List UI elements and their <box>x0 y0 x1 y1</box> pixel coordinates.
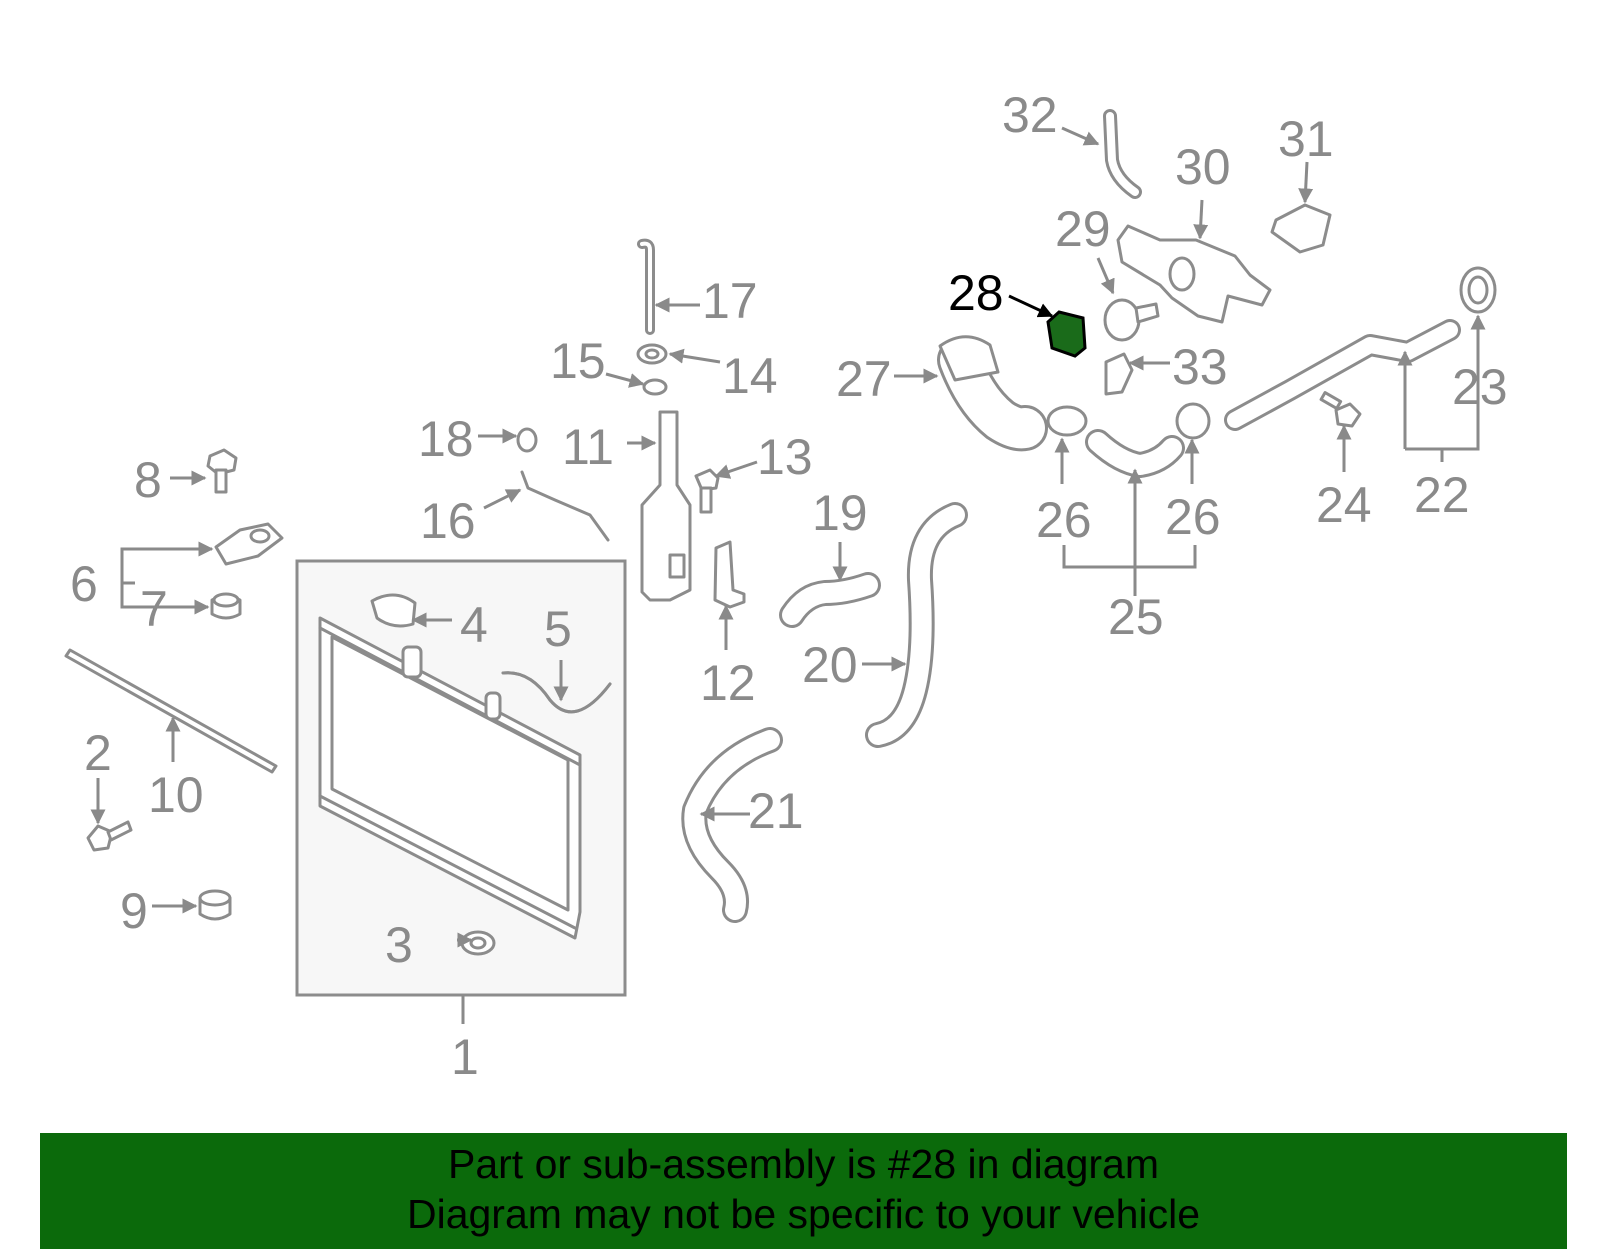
label-27: 27 <box>836 351 892 407</box>
label-28: 28 <box>948 265 1004 321</box>
label-7: 7 <box>140 581 168 637</box>
label-13: 13 <box>757 429 813 485</box>
label-16: 16 <box>420 493 476 549</box>
label-20: 20 <box>802 637 858 693</box>
sensor-33 <box>1104 352 1134 396</box>
label-31: 31 <box>1278 111 1334 167</box>
bolt-24 <box>1319 391 1362 428</box>
label-14: 14 <box>722 348 778 404</box>
label-15: 15 <box>550 333 606 389</box>
mount-bracket-6 <box>214 522 284 566</box>
insulator-7 <box>210 592 242 620</box>
label-21: 21 <box>748 783 804 839</box>
label-33: 33 <box>1172 339 1228 395</box>
label-9: 9 <box>120 883 148 939</box>
clamp-26-right <box>1175 402 1211 440</box>
water-outlet-30 <box>1116 224 1272 324</box>
banner-line-2: Diagram may not be specific to your vehi… <box>406 1191 1200 1237</box>
label-22: 22 <box>1414 467 1470 523</box>
label-26-right: 26 <box>1165 489 1221 545</box>
seal-strip <box>64 648 278 774</box>
coolant-reservoir <box>640 410 692 602</box>
label-26-left: 26 <box>1036 492 1092 548</box>
label-11: 11 <box>562 419 614 475</box>
label-25: 25 <box>1108 589 1164 645</box>
label-30: 30 <box>1175 139 1231 195</box>
label-17: 17 <box>702 273 758 329</box>
label-10: 10 <box>148 767 204 823</box>
bushing-9 <box>198 889 232 921</box>
label-18: 18 <box>418 411 474 467</box>
label-12: 12 <box>700 655 756 711</box>
washer-18 <box>516 427 538 453</box>
clamp-26-left <box>1046 405 1088 437</box>
callout-labels: 1 2 3 4 5 6 7 8 9 10 11 12 13 14 15 16 1… <box>70 87 1508 1085</box>
label-1: 1 <box>451 1029 479 1085</box>
label-19: 19 <box>812 485 868 541</box>
bolt-13 <box>694 468 720 514</box>
label-2: 2 <box>84 725 112 781</box>
label-3: 3 <box>385 917 413 973</box>
label-6: 6 <box>70 556 98 612</box>
reservoir-hose <box>520 470 610 542</box>
leader-lines <box>90 126 1486 948</box>
bolt-8 <box>206 448 238 494</box>
label-32: 32 <box>1002 87 1058 143</box>
gasket-28-highlighted <box>1046 310 1087 358</box>
bolt-2 <box>86 820 133 852</box>
radiator-core <box>318 616 582 940</box>
label-29: 29 <box>1055 201 1111 257</box>
thermostat-29 <box>1103 298 1160 342</box>
banner-line-1: Part or sub-assembly is #28 in diagram <box>448 1141 1159 1187</box>
bracket-12 <box>713 540 746 609</box>
label-24: 24 <box>1316 477 1372 533</box>
label-23: 23 <box>1452 359 1508 415</box>
gasket-31 <box>1270 203 1332 254</box>
info-banner: Part or sub-assembly is #28 in diagram D… <box>40 1133 1567 1249</box>
label-8: 8 <box>134 452 162 508</box>
label-5: 5 <box>544 601 572 657</box>
washer-15 <box>642 378 668 396</box>
label-4: 4 <box>460 597 488 653</box>
